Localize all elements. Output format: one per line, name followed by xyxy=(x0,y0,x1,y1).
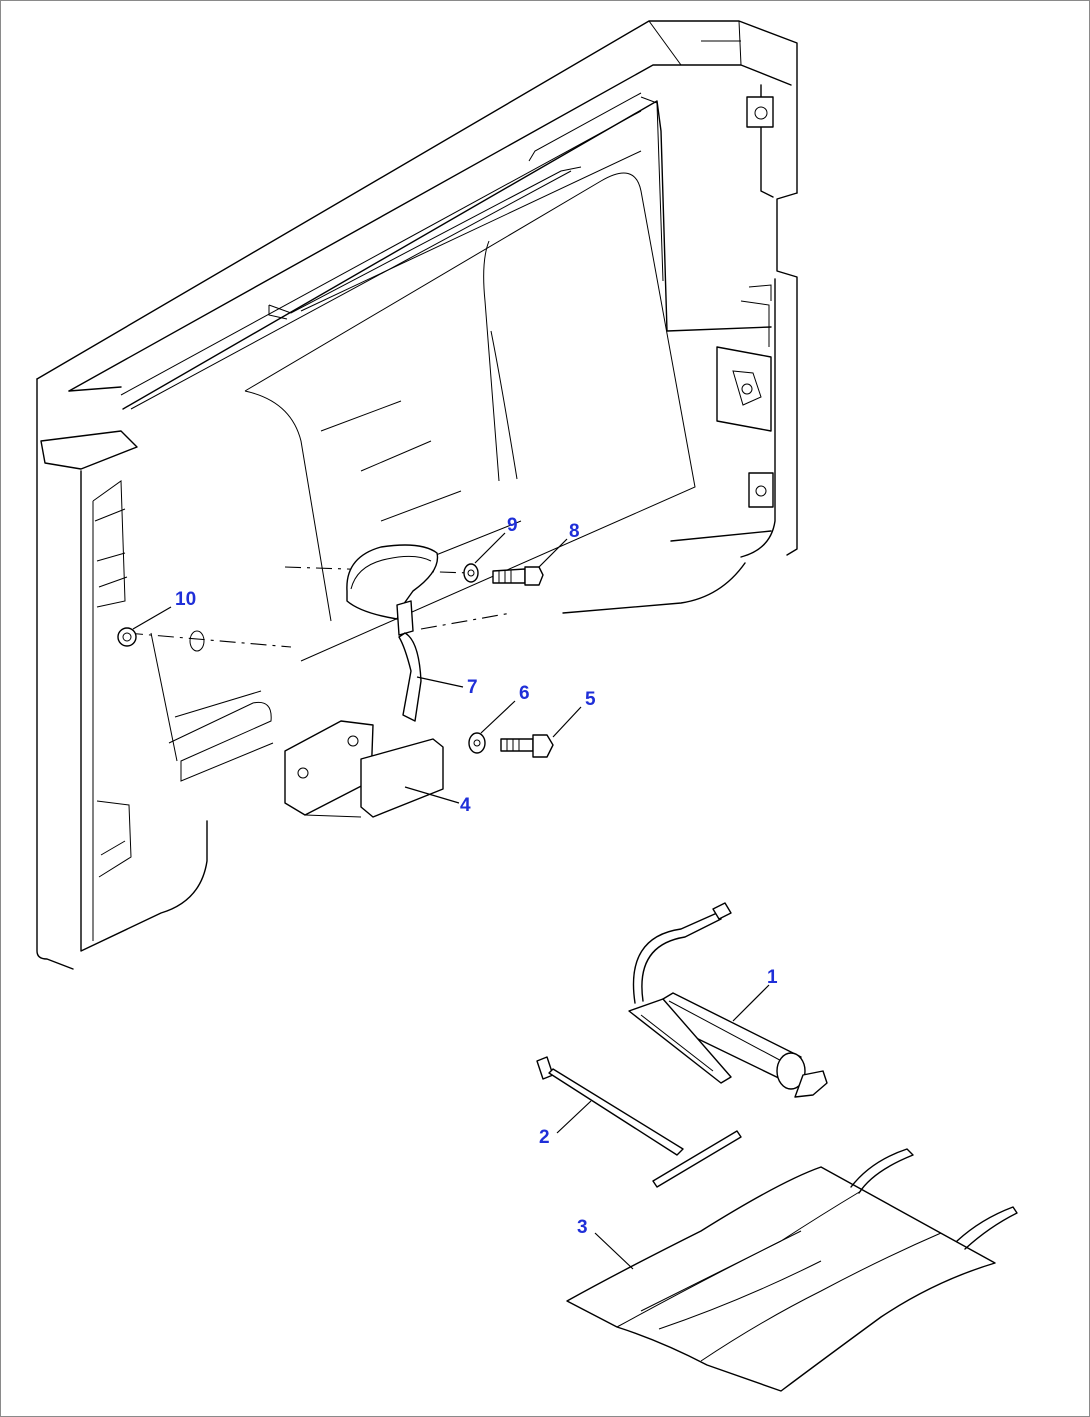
mounting-hole xyxy=(189,630,205,652)
door-panel xyxy=(36,20,798,970)
washer-part-6 xyxy=(468,732,486,754)
nut-part-10 xyxy=(117,627,137,647)
bolt-part-8 xyxy=(492,566,544,586)
callout-labels: 1 2 3 4 5 6 7 8 9 10 xyxy=(175,515,778,1238)
grease-gun-part-1 xyxy=(628,902,828,1098)
callout-4: 4 xyxy=(460,795,471,816)
tool-bag-part-3 xyxy=(566,1148,1018,1392)
callout-10: 10 xyxy=(175,589,196,610)
callout-6: 6 xyxy=(519,683,530,704)
callout-1: 1 xyxy=(767,967,778,988)
callout-8: 8 xyxy=(569,521,580,542)
bracket-part-4 xyxy=(284,720,444,818)
washer-part-9 xyxy=(463,563,479,583)
callout-7: 7 xyxy=(467,677,478,698)
wrench-part-2 xyxy=(536,1056,742,1188)
leader-lines xyxy=(132,532,770,1270)
strap-part-7 xyxy=(346,544,439,722)
bolt-part-5 xyxy=(500,734,554,758)
callout-2: 2 xyxy=(539,1127,550,1148)
callout-5: 5 xyxy=(585,689,596,710)
callout-3: 3 xyxy=(577,1217,588,1238)
callout-9: 9 xyxy=(507,515,518,536)
